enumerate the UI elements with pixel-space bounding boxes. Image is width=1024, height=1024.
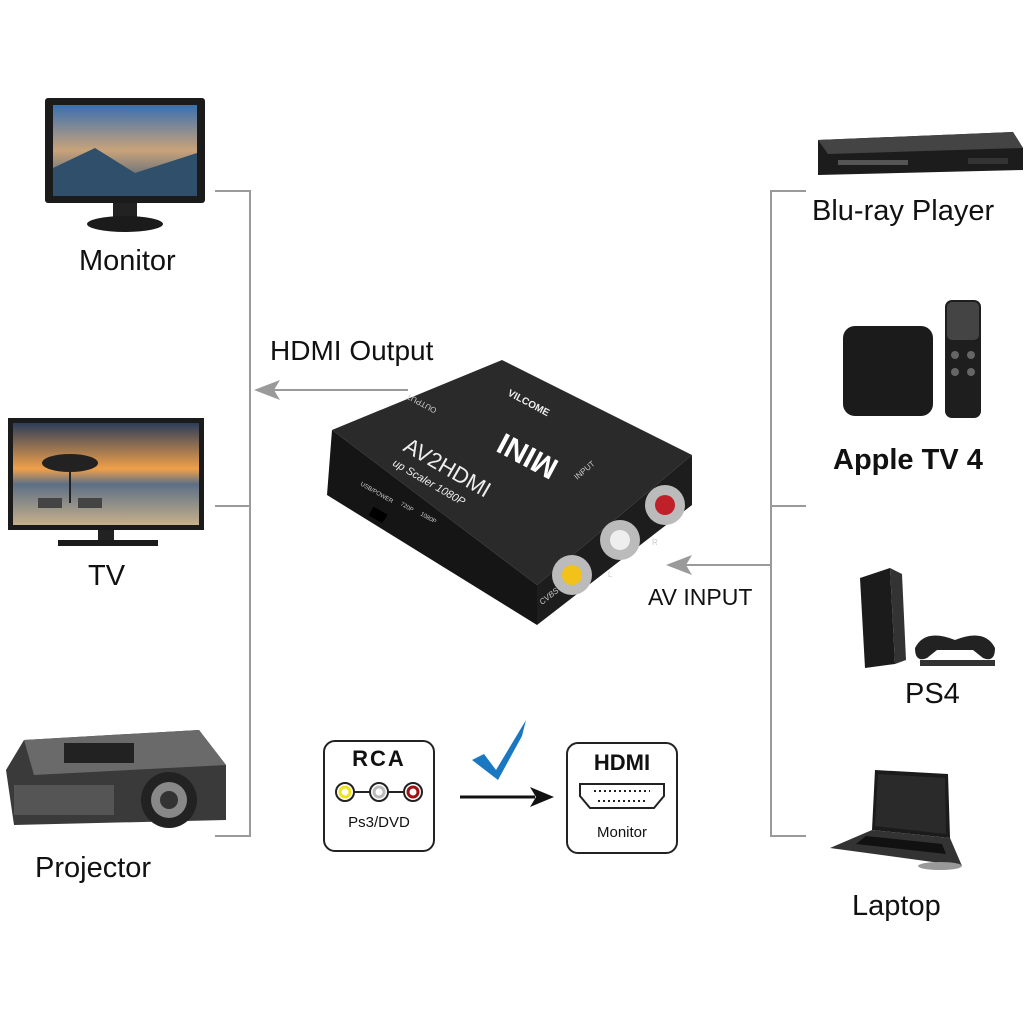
laptop-icon	[830, 770, 962, 870]
ps4-icon	[860, 568, 995, 668]
rca-connectors-icon	[335, 782, 423, 802]
output-label-projector: Projector	[35, 852, 152, 884]
hdmi-port-icon	[579, 783, 665, 809]
rca-subtitle: Ps3/DVD	[348, 814, 410, 831]
input-tick-bluray	[770, 190, 806, 192]
hdmi-output-label: HDMI Output	[270, 335, 434, 366]
tv-icon	[8, 418, 204, 546]
device-right-label: R	[652, 538, 658, 547]
input-tick-laptop	[770, 835, 806, 837]
hdmi-subtitle: Monitor	[596, 824, 648, 841]
output-label-tv: TV	[88, 560, 126, 592]
input-label-appletv: Apple TV 4	[833, 444, 983, 476]
input-tick-appletv	[770, 505, 806, 507]
conversion-arrow-icon	[460, 787, 554, 807]
rca-title: RCA	[352, 746, 406, 771]
input-label-bluray: Blu-ray Player	[812, 195, 995, 227]
hdmi-box: HDMI Monitor	[566, 742, 678, 854]
device-left-label: L	[608, 570, 613, 579]
hdmi-title: HDMI	[593, 750, 651, 775]
apple-tv-icon	[843, 300, 981, 418]
output-tick-projector	[215, 835, 251, 837]
av-input-arrow	[666, 555, 770, 575]
output-bracket-line	[249, 190, 251, 836]
rca-box: RCA Ps3/DVD	[323, 740, 435, 852]
input-label-ps4: PS4	[905, 678, 960, 710]
output-tick-monitor	[215, 190, 251, 192]
input-label-laptop: Laptop	[852, 890, 941, 922]
monitor-icon	[45, 98, 205, 232]
av-input-label: AV INPUT	[648, 584, 753, 610]
output-tick-tv	[215, 505, 251, 507]
checkmark-icon	[472, 720, 526, 780]
hdmi-output-arrow	[254, 380, 408, 400]
output-label-monitor: Monitor	[79, 245, 176, 277]
projector-icon	[6, 730, 226, 828]
bluray-player-icon	[818, 132, 1023, 175]
av2hdmi-converter-device: VILCOME MINI OUTPUT AV2HDMI up Scaler 10…	[327, 360, 692, 625]
input-bracket-line	[770, 190, 772, 836]
